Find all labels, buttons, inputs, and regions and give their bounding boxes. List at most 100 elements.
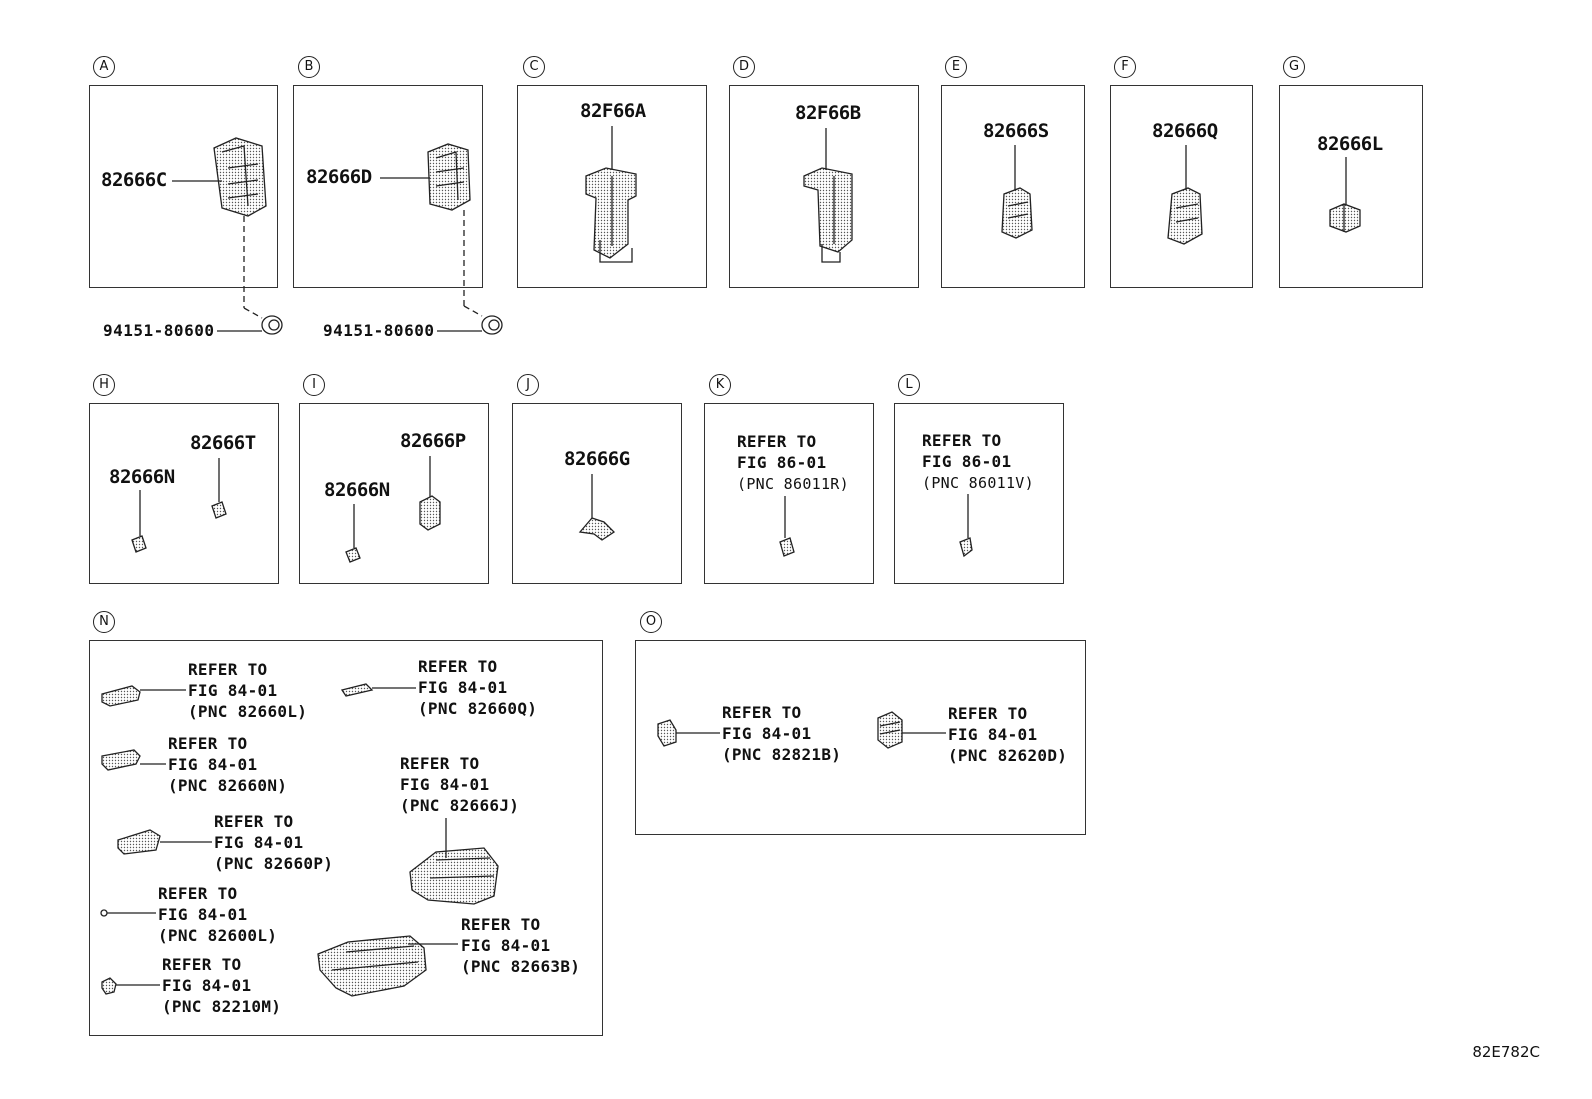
ref-o2-line1: REFER TO xyxy=(948,704,1028,723)
part-82620d-icon xyxy=(877,711,903,749)
ref-n8-line2: FIG 84-01 xyxy=(162,976,252,995)
panel-o-label: O xyxy=(640,611,662,633)
ref-o-82620d: REFER TO FIG 84-01 (PNC 82620D) xyxy=(948,703,1067,766)
panel-c-label: C xyxy=(523,56,545,78)
part-82666p-icon xyxy=(419,495,441,531)
ref-n5-line1: REFER TO xyxy=(214,812,294,831)
part-82660q-icon xyxy=(340,683,374,697)
ref-n8-line3: (PNC 82210M) xyxy=(162,997,282,1016)
ref-n-82660p: REFER TO FIG 84-01 (PNC 82660P) xyxy=(214,811,333,874)
ref-n-82663b: REFER TO FIG 84-01 (PNC 82663B) xyxy=(461,914,580,977)
ref-n4-line1: REFER TO xyxy=(400,754,480,773)
panel-f xyxy=(1110,85,1253,288)
part-82821b-icon xyxy=(657,719,677,747)
diagram-code: 82E782C xyxy=(1472,1043,1540,1061)
part-number-82f66a: 82F66A xyxy=(580,100,646,122)
ref-n-82600l: REFER TO FIG 84-01 (PNC 82600L) xyxy=(158,883,277,946)
part-82666s-icon xyxy=(1001,187,1033,239)
ref-n-82660q: REFER TO FIG 84-01 (PNC 82660Q) xyxy=(418,656,537,719)
part-82666n-i-icon xyxy=(345,547,361,563)
panel-h-label: H xyxy=(93,374,115,396)
panel-i xyxy=(299,403,489,584)
ref-n-82210m: REFER TO FIG 84-01 (PNC 82210M) xyxy=(162,954,281,1017)
ref-n-82666j: REFER TO FIG 84-01 (PNC 82666J) xyxy=(400,753,519,816)
part-number-82666l: 82666L xyxy=(1317,133,1383,155)
ref-n1-line2: FIG 84-01 xyxy=(188,681,278,700)
panel-h xyxy=(89,403,279,584)
part-82666j-icon xyxy=(409,847,499,905)
panel-k-label: K xyxy=(709,374,731,396)
ref-n7-line2: FIG 84-01 xyxy=(461,936,551,955)
grommet-b-icon xyxy=(481,315,503,335)
ref-o1-line1: REFER TO xyxy=(722,703,802,722)
part-82f66a-icon xyxy=(585,167,637,263)
ref-n7-line1: REFER TO xyxy=(461,915,541,934)
part-82663b-icon xyxy=(317,935,427,997)
ref-n2-line3: (PNC 82660Q) xyxy=(418,699,538,718)
panel-f-label: F xyxy=(1114,56,1136,78)
panel-o xyxy=(635,640,1086,835)
part-82666c-icon xyxy=(213,137,267,217)
ref-n8-line1: REFER TO xyxy=(162,955,242,974)
part-82660p-icon xyxy=(117,829,161,855)
part-number-82666t: 82666T xyxy=(190,432,256,454)
part-82666l-icon xyxy=(1329,203,1361,233)
grommet-a-icon xyxy=(261,315,283,335)
panel-l-label: L xyxy=(898,374,920,396)
part-82210m-icon xyxy=(101,977,117,995)
ref-n-82660l: REFER TO FIG 84-01 (PNC 82660L) xyxy=(188,659,307,722)
part-82666g-icon xyxy=(578,517,616,541)
ref-n6-line1: REFER TO xyxy=(158,884,238,903)
part-86011r-icon xyxy=(779,537,795,557)
ref-l-line1: REFER TO xyxy=(922,431,1002,450)
ref-o1-line2: FIG 84-01 xyxy=(722,724,812,743)
part-82600l-icon xyxy=(100,909,108,917)
ref-n4-line3: (PNC 82666J) xyxy=(400,796,520,815)
part-82666n-h-icon xyxy=(131,535,147,553)
panel-g xyxy=(1279,85,1423,288)
fastener-number-a: 94151-80600 xyxy=(103,321,215,340)
ref-n2-line1: REFER TO xyxy=(418,657,498,676)
panel-b-label: B xyxy=(298,56,320,78)
ref-n2-line2: FIG 84-01 xyxy=(418,678,508,697)
ref-n1-line3: (PNC 82660L) xyxy=(188,702,308,721)
part-number-82666s: 82666S xyxy=(983,120,1049,142)
part-number-82666p: 82666P xyxy=(400,430,466,452)
panel-g-label: G xyxy=(1283,56,1305,78)
ref-l: REFER TO FIG 86-01 (PNC 86011V) xyxy=(922,430,1034,494)
panel-l xyxy=(894,403,1064,584)
part-82f66b-icon xyxy=(803,167,853,263)
part-82666d-icon xyxy=(427,143,471,211)
panel-i-label: I xyxy=(303,374,325,396)
ref-n1-line1: REFER TO xyxy=(188,660,268,679)
part-82660n-icon xyxy=(101,749,141,771)
ref-n3-line3: (PNC 82660N) xyxy=(168,776,288,795)
part-number-82666n-i: 82666N xyxy=(324,479,390,501)
ref-n6-line2: FIG 84-01 xyxy=(158,905,248,924)
panel-a-label: A xyxy=(93,56,115,78)
ref-o2-line3: (PNC 82620D) xyxy=(948,746,1068,765)
ref-o-82821b: REFER TO FIG 84-01 (PNC 82821B) xyxy=(722,702,841,765)
part-number-82666d: 82666D xyxy=(306,166,372,188)
part-number-82f66b: 82F66B xyxy=(795,102,861,124)
ref-k-line2: FIG 86-01 xyxy=(737,453,827,472)
ref-k-line3: (PNC 86011R) xyxy=(737,475,849,493)
ref-n5-line2: FIG 84-01 xyxy=(214,833,304,852)
ref-n7-line3: (PNC 82663B) xyxy=(461,957,581,976)
part-86011v-icon xyxy=(959,537,973,558)
ref-k-line1: REFER TO xyxy=(737,432,817,451)
part-82666q-icon xyxy=(1167,187,1203,245)
part-number-82666n-h: 82666N xyxy=(109,466,175,488)
panel-d-label: D xyxy=(733,56,755,78)
fastener-number-b: 94151-80600 xyxy=(323,321,435,340)
ref-n6-line3: (PNC 82600L) xyxy=(158,926,278,945)
part-82660l-icon xyxy=(101,685,141,707)
ref-l-line3: (PNC 86011V) xyxy=(922,474,1034,492)
ref-n4-line2: FIG 84-01 xyxy=(400,775,490,794)
panel-n-label: N xyxy=(93,611,115,633)
panel-e-label: E xyxy=(945,56,967,78)
panel-e xyxy=(941,85,1085,288)
part-number-82666q: 82666Q xyxy=(1152,120,1218,142)
